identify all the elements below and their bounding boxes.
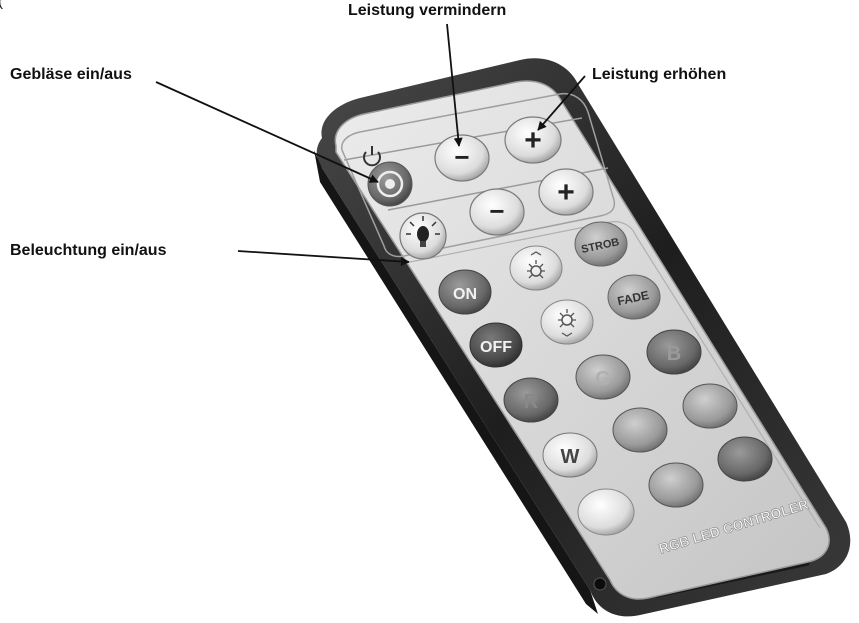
minus-label: − (454, 142, 469, 172)
sun-down-icon (558, 309, 576, 337)
plus-label: + (524, 124, 542, 157)
label-fan-toggle: Gebläse ein/aus (10, 66, 132, 83)
color-button-row4-2[interactable] (612, 407, 668, 453)
light-bulb-icon (406, 216, 440, 247)
on-button[interactable]: ON (438, 269, 492, 315)
plus-label: + (557, 176, 575, 209)
arrow-increase-power (537, 75, 586, 131)
fan-icon (376, 170, 404, 198)
white-button[interactable]: W (542, 432, 598, 478)
light-toggle-button[interactable] (399, 212, 447, 260)
lower-panel-frame (409, 221, 821, 529)
off-label: OFF (480, 339, 512, 356)
brightness-down-button[interactable] (540, 299, 594, 345)
minus-label: − (489, 196, 504, 226)
green-button[interactable]: G (575, 354, 631, 400)
green-label: G (595, 368, 611, 390)
fade-label: FADE (616, 288, 650, 308)
annotation-arrows (155, 23, 586, 266)
color-button-row5-2[interactable] (648, 462, 704, 508)
top-panel-frame (341, 92, 616, 258)
remote-screw-hole (593, 577, 607, 591)
fade-button[interactable]: FADE (607, 274, 661, 320)
power-icon (363, 146, 381, 167)
cropped-text-fragment: ( (0, 0, 3, 10)
fan-toggle-button[interactable] (367, 161, 413, 207)
off-button[interactable]: OFF (469, 322, 523, 368)
color-button-row4-3[interactable] (682, 383, 738, 429)
red-button[interactable]: R (503, 377, 559, 423)
color-button-row5-3[interactable] (717, 436, 773, 482)
remote-side-edge (314, 150, 598, 614)
blue-label: B (667, 343, 681, 365)
blue-button[interactable]: B (646, 329, 702, 375)
brightness-up-button[interactable] (509, 245, 563, 291)
strobe-button[interactable]: STROB (574, 221, 628, 267)
arrow-decrease-power (446, 23, 463, 147)
label-decrease-power: Leistung vermindern (348, 2, 507, 19)
power-minus-button[interactable]: − (434, 134, 490, 182)
white-label: W (561, 446, 580, 468)
color-button-row6-1[interactable] (577, 488, 635, 536)
label-light-toggle: Beleuchtung ein/aus (10, 242, 167, 259)
light-plus-button[interactable]: + (538, 168, 594, 216)
on-label: ON (453, 286, 477, 303)
sun-up-icon (527, 251, 545, 279)
power-plus-button[interactable]: + (504, 116, 562, 164)
red-label: R (524, 391, 539, 413)
arrow-light-toggle (237, 250, 410, 266)
arrow-fan-toggle (155, 81, 379, 183)
label-increase-power: Leistung erhöhen (592, 66, 727, 83)
light-minus-button[interactable]: − (469, 188, 525, 236)
